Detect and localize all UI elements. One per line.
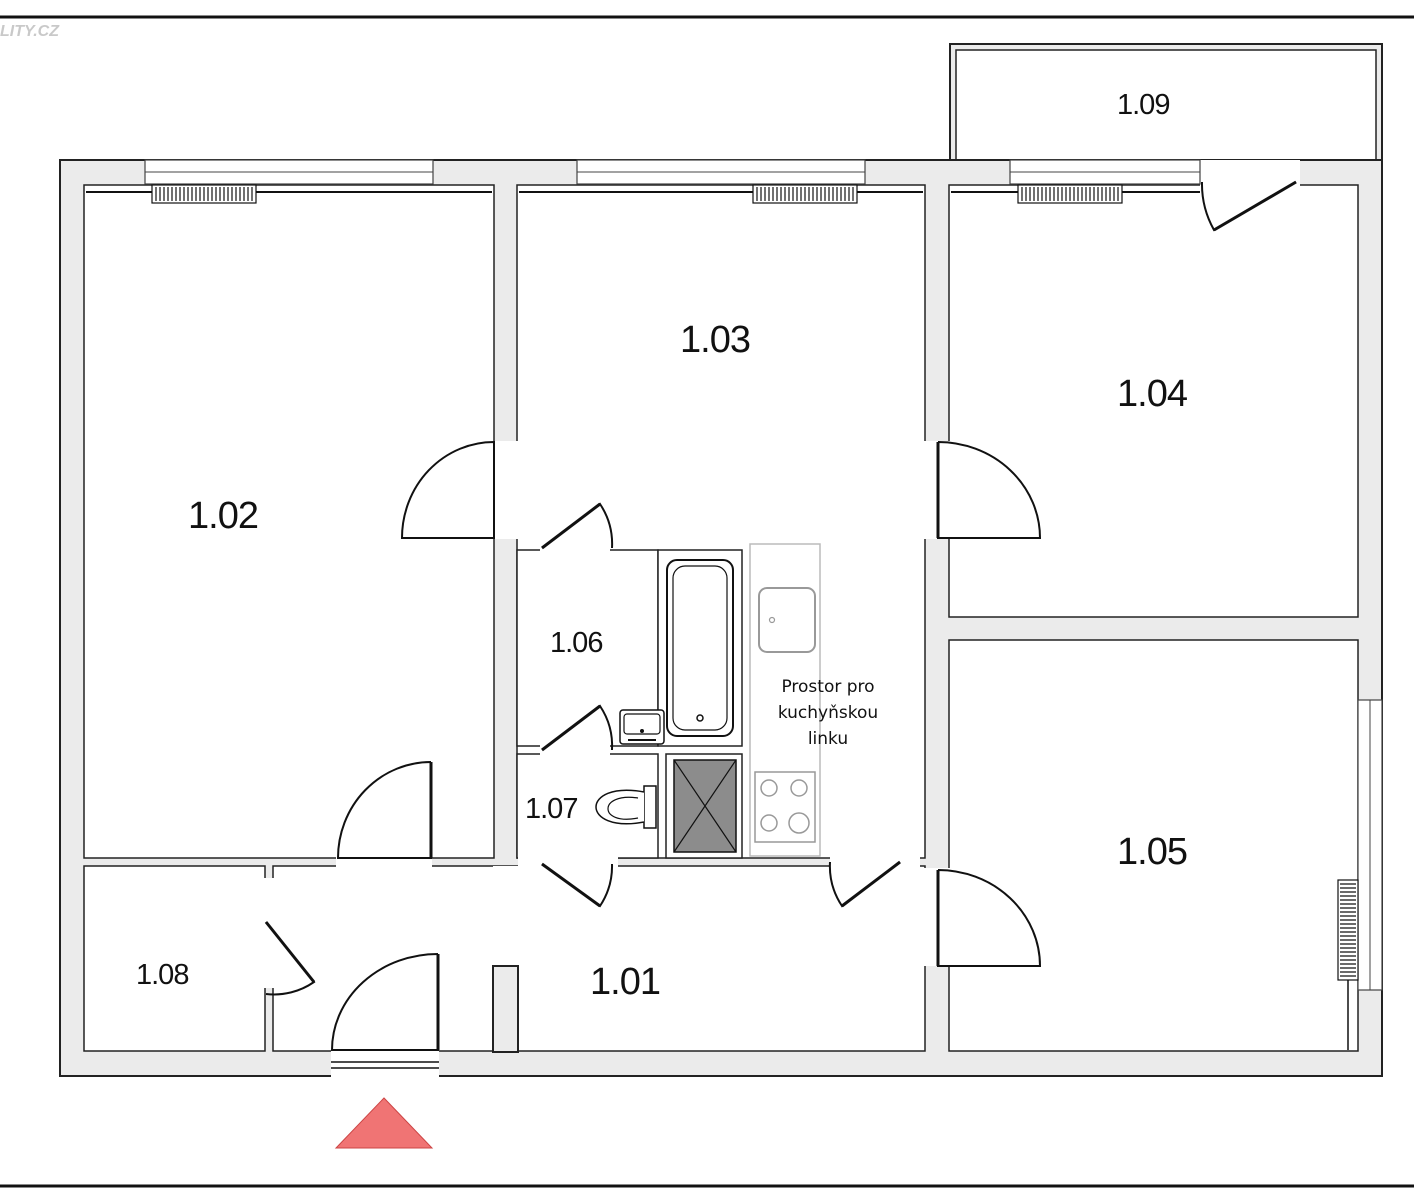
room-label-1.08: 1.08 <box>136 959 188 991</box>
kitchen-sink-icon <box>758 587 816 653</box>
washbasin <box>619 709 665 745</box>
toilet <box>643 785 657 829</box>
kitchen-outline <box>749 543 821 857</box>
bathroom-fixtures <box>595 559 737 853</box>
kitchen-note-line-3: linku <box>808 729 848 749</box>
room-label-1.09: 1.09 <box>1117 89 1169 121</box>
room-label-1.06: 1.06 <box>550 627 602 659</box>
room-1.08-area <box>83 865 266 1052</box>
room-1.01-area <box>272 865 926 1052</box>
cooktop-icon <box>754 771 816 843</box>
door-1.02-1.03 <box>400 440 495 539</box>
room-1.04-area <box>948 184 1359 618</box>
room-label-1.04: 1.04 <box>1117 373 1188 415</box>
room-label-1.05: 1.05 <box>1117 831 1187 873</box>
door-1.03-1.04 <box>937 441 1042 539</box>
radiator-1.05 <box>1337 879 1359 981</box>
entrance-marker-icon <box>334 1097 434 1149</box>
room-1.05-area <box>948 639 1359 1052</box>
doors <box>264 180 1297 1051</box>
bathtub <box>666 559 734 737</box>
radiators <box>151 184 1359 1050</box>
balcony <box>949 43 1383 161</box>
room-label-1.03: 1.03 <box>680 319 750 361</box>
entrance-door <box>330 953 439 1051</box>
room-label-1.02: 1.02 <box>188 495 258 537</box>
kitchen-note-line-1: Prostor pro <box>781 677 874 697</box>
watermark: LITY.CZ <box>0 23 60 40</box>
walls <box>59 159 1383 1077</box>
room-1.02-area <box>83 184 495 859</box>
door-1.02-hall <box>336 761 432 859</box>
room-label-1.01: 1.01 <box>590 961 660 1003</box>
hall-wall-stub <box>492 965 519 1053</box>
room-label-1.07: 1.07 <box>525 793 577 825</box>
kitchen-note-line-2: kuchyňskou <box>778 703 878 723</box>
door-1.01-1.05 <box>937 869 1042 967</box>
windows <box>86 159 1383 991</box>
